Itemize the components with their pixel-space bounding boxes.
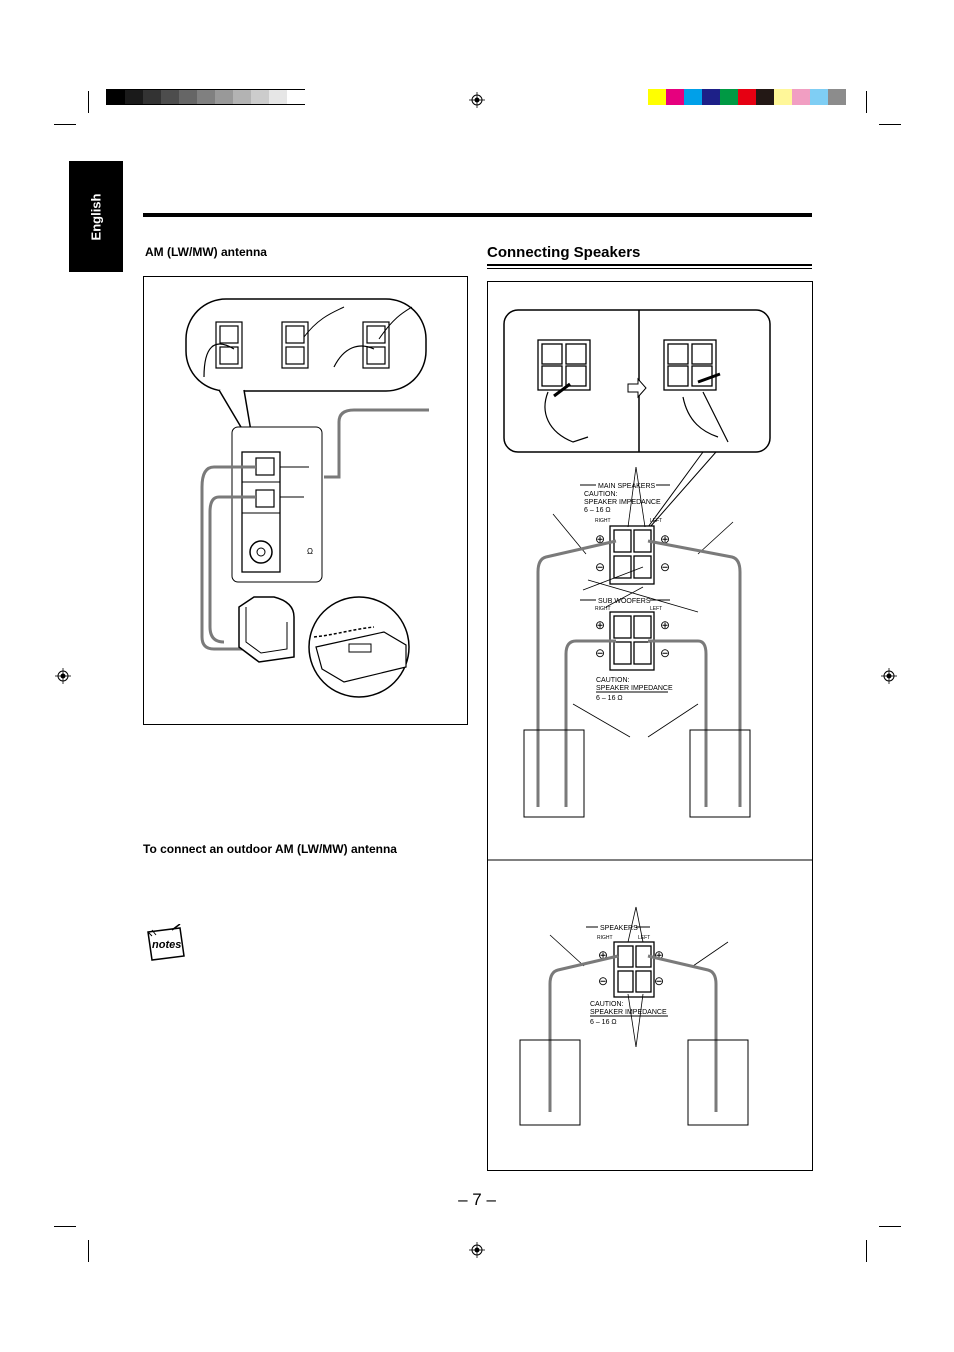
plus-symbol: ⊕: [598, 948, 608, 962]
ohm-symbol: Ω: [307, 547, 313, 556]
impedance-value: 6 – 16 Ω: [590, 1019, 617, 1026]
crop-mark: [866, 1240, 867, 1262]
left-label: LEFT: [650, 606, 662, 612]
right-label: RIGHT: [597, 935, 613, 941]
crop-mark: [88, 1240, 89, 1262]
outdoor-antenna-title: To connect an outdoor AM (LW/MW) antenna: [143, 842, 397, 856]
color-swatch: [107, 90, 125, 104]
main-speakers-label: MAIN SPEAKERS: [598, 483, 656, 490]
am-antenna-figure: Ω: [143, 276, 468, 725]
color-swatch: [702, 89, 720, 105]
section-rule: [487, 264, 812, 266]
am-antenna-diagram: Ω: [185, 298, 429, 698]
color-swatch: [197, 90, 215, 104]
minus-symbol: ⊖: [598, 974, 608, 988]
grayscale-bar: [106, 89, 305, 105]
minus-symbol: ⊖: [595, 560, 605, 574]
header-rule: [143, 213, 812, 217]
crop-mark: [879, 124, 901, 125]
caution-label: CAUTION:: [596, 677, 630, 684]
crop-mark: [54, 124, 76, 125]
section-rule: [487, 268, 812, 269]
color-swatch: [684, 89, 702, 105]
color-swatch: [143, 90, 161, 104]
color-swatch: [792, 89, 810, 105]
impedance-label: SPEAKER IMPEDANCE: [596, 685, 673, 692]
speakers-diagram: MAIN SPEAKERS CAUTION: SPEAKER IMPEDANCE…: [488, 309, 812, 1126]
speakers-figure: MAIN SPEAKERS CAUTION: SPEAKER IMPEDANCE…: [487, 281, 813, 1171]
minus-symbol: ⊖: [654, 974, 664, 988]
crop-mark: [88, 91, 89, 113]
crop-mark: [866, 91, 867, 113]
right-label: RIGHT: [595, 606, 611, 612]
color-swatch: [215, 90, 233, 104]
registration-mark-icon: [469, 92, 485, 108]
color-swatch: [828, 89, 846, 105]
color-bar: [648, 89, 847, 105]
plus-symbol: ⊕: [595, 532, 605, 546]
color-swatch: [774, 89, 792, 105]
impedance-value: 6 – 16 Ω: [596, 695, 623, 702]
notes-icon-label: notes: [152, 939, 181, 951]
color-swatch: [251, 90, 269, 104]
minus-symbol: ⊖: [660, 646, 670, 660]
language-side-tab: English: [69, 161, 123, 272]
impedance-value: 6 – 16 Ω: [584, 507, 611, 514]
plus-symbol: ⊕: [660, 532, 670, 546]
color-swatch: [125, 90, 143, 104]
color-swatch: [179, 90, 197, 104]
color-swatch: [666, 89, 684, 105]
language-label: English: [88, 193, 104, 240]
minus-symbol: ⊖: [595, 646, 605, 660]
registration-mark-icon: [881, 668, 897, 684]
color-swatch: [233, 90, 251, 104]
color-swatch: [738, 89, 756, 105]
speakers-label: SPEAKERS: [600, 925, 638, 932]
impedance-label: SPEAKER IMPEDANCE: [590, 1009, 667, 1016]
caution-label: CAUTION:: [590, 1001, 624, 1008]
page-number: – 7 –: [458, 1190, 496, 1209]
registration-mark-icon: [469, 1242, 485, 1258]
caution-label: CAUTION:: [584, 491, 618, 498]
impedance-label: SPEAKER IMPEDANCE: [584, 499, 661, 506]
color-swatch: [269, 90, 287, 104]
left-label: LEFT: [650, 518, 662, 524]
minus-symbol: ⊖: [660, 560, 670, 574]
right-label: RIGHT: [595, 518, 611, 524]
color-swatch: [756, 89, 774, 105]
color-swatch: [810, 89, 828, 105]
color-swatch: [161, 90, 179, 104]
am-antenna-title: AM (LW/MW) antenna: [145, 245, 267, 259]
color-swatch: [287, 90, 305, 104]
notes-icon: notes: [147, 924, 185, 961]
plus-symbol: ⊕: [660, 618, 670, 632]
left-label: LEFT: [638, 935, 650, 941]
crop-mark: [54, 1226, 76, 1227]
crop-mark: [879, 1226, 901, 1227]
connecting-speakers-title: Connecting Speakers: [487, 244, 641, 261]
plus-symbol: ⊕: [654, 948, 664, 962]
plus-symbol: ⊕: [595, 618, 605, 632]
color-swatch: [720, 89, 738, 105]
color-swatch: [648, 89, 666, 105]
registration-mark-icon: [55, 668, 71, 684]
sub-woofers-label: SUB WOOFERS: [598, 598, 651, 605]
